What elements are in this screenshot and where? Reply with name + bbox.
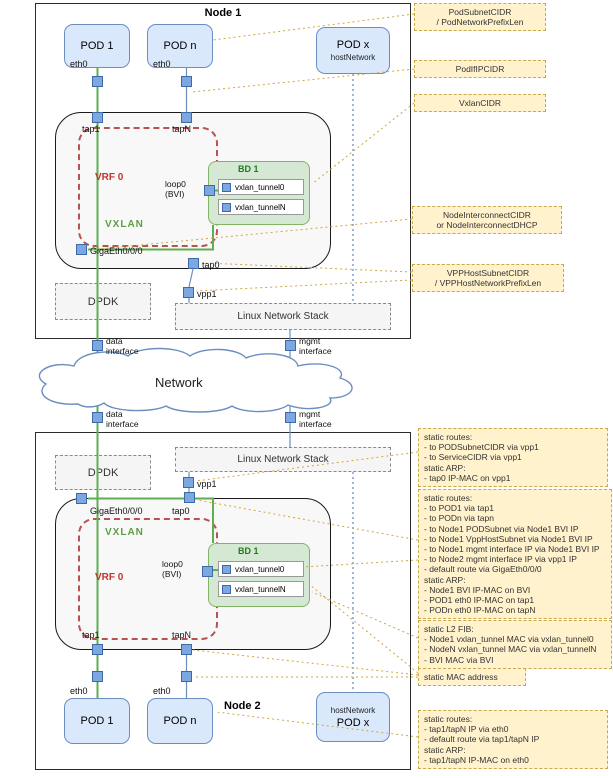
- node1-pod1-eth0-port-icon: [92, 76, 103, 87]
- node1-vxlan-tunneln: vxlan_tunnelN: [218, 199, 304, 215]
- node1-vxlan-tunneln-port-icon: [222, 202, 231, 212]
- node2-podn-eth0-label: eth0: [153, 686, 171, 696]
- node1-gigaeth-label: GigaEth0/0/0: [90, 246, 143, 256]
- note-vxlan-cidr: VxlanCIDR: [414, 94, 546, 113]
- node2-podn-label: POD n: [163, 715, 197, 727]
- node1-podn-eth0-port-icon: [181, 76, 192, 87]
- node2-tap1-port-icon: [92, 644, 103, 655]
- note-vpp1-static-config: static routes: - to PODSubnetCIDR via vp…: [418, 428, 608, 487]
- node1-tap1-port-icon: [92, 112, 103, 123]
- node2-vxlan-tunnel0: vxlan_tunnel0: [218, 561, 304, 577]
- node2-dpdk-box: DPDK: [55, 455, 151, 490]
- node1-podx-label: POD x: [336, 39, 370, 51]
- node2-vxlan-tunneln-port-icon: [222, 584, 231, 594]
- node1-vxlan-tunneln-label: vxlan_tunnelN: [235, 202, 286, 212]
- node1-bvi-port-icon: [204, 185, 215, 196]
- note-vpp-host-subnet: VPPHostSubnetCIDR / VPPHostNetworkPrefix…: [412, 264, 564, 293]
- node2-tap0-label: tap0: [172, 506, 190, 516]
- node2-pod1-eth0-label: eth0: [70, 686, 88, 696]
- note-static-mac-address: static MAC address: [418, 668, 526, 687]
- node2-tap0-port-icon: [184, 492, 195, 503]
- node1-gigaeth-port-icon: [76, 244, 87, 255]
- node2-linux-stack-label: Linux Network Stack: [237, 454, 329, 465]
- note-pod-static-config: static routes: - tap1/tapN IP via eth0 -…: [418, 710, 608, 769]
- node2-pod1-eth0-port-icon: [92, 671, 103, 682]
- node1-vrf0-label: VRF 0: [95, 172, 124, 183]
- node1-mgmt-interface-port-icon: [285, 340, 296, 351]
- node2-pod1: POD 1: [64, 698, 130, 744]
- node1-podn-label: POD n: [163, 40, 197, 52]
- node2-data-interface-label: data interface: [106, 409, 139, 429]
- node2-tap1-label: tap1: [82, 630, 100, 640]
- node2-bvi-port-icon: [202, 566, 213, 577]
- node1-tapn-port-icon: [181, 112, 192, 123]
- node1-podx-hostnetwork-label: hostNetwork: [330, 53, 376, 62]
- node2-bd1-label: BD 1: [238, 546, 259, 556]
- node1-dpdk-box: DPDK: [55, 283, 151, 320]
- note-pod-subnet-cidr: PodSubnetCIDR / PodNetworkPrefixLen: [414, 3, 546, 32]
- node1-pod1: POD 1: [64, 24, 130, 68]
- node1-vrf0-boundary: [78, 127, 218, 247]
- node2-podx-hostnetwork-label: hostNetwork: [330, 705, 376, 715]
- node2-podn: POD n: [147, 698, 213, 744]
- node1-podx: POD x hostNetwork: [316, 27, 390, 74]
- node2-podx: hostNetwork POD x: [316, 692, 390, 742]
- node2-podx-label: POD x: [336, 716, 370, 729]
- node1-bd1-label: BD 1: [238, 164, 259, 174]
- node2-tapn-label: tapN: [172, 630, 192, 640]
- note-pod-if-ip-cidr: PodIfIPCIDR: [414, 60, 546, 79]
- node2-mgmt-interface-label: mgmt interface: [299, 409, 332, 429]
- node1-linux-stack-box: Linux Network Stack: [175, 303, 391, 330]
- node2-podn-eth0-port-icon: [181, 671, 192, 682]
- node1-podn: POD n: [147, 24, 213, 68]
- node2-vxlan-tunnel0-label: vxlan_tunnel0: [235, 564, 285, 574]
- node2-vxlan-tunneln: vxlan_tunnelN: [218, 581, 304, 597]
- node2-tapn-port-icon: [181, 644, 192, 655]
- node2-vrf0-label: VRF 0: [95, 572, 124, 583]
- note-static-l2-fib: static L2 FIB: - Node1 vxlan_tunnel MAC …: [418, 620, 612, 669]
- node1-data-interface-port-icon: [92, 340, 103, 351]
- note-vrf-static-config: static routes: - to POD1 via tap1 - to P…: [418, 489, 612, 620]
- node1-tapn-label: tapN: [172, 124, 192, 134]
- node1-mgmt-interface-label: mgmt interface: [299, 336, 332, 356]
- node2-loop0-bvi-label: loop0 (BVI): [162, 559, 183, 579]
- note-node-interconnect: NodeInterconnectCIDR or NodeInterconnect…: [412, 206, 562, 235]
- node1-pod1-label: POD 1: [80, 40, 114, 52]
- node2-linux-stack-box: Linux Network Stack: [175, 447, 391, 472]
- node1-vxlan-tunnel0-label: vxlan_tunnel0: [235, 182, 285, 192]
- node1-tap0-label: tap0: [202, 260, 220, 270]
- node1-podn-eth0-label: eth0: [153, 59, 171, 69]
- node1-data-interface-label: data interface: [106, 336, 139, 356]
- node1-tap1-label: tap1: [82, 124, 100, 134]
- node1-tap0-port-icon: [188, 258, 199, 269]
- node2-gigaeth-label: GigaEth0/0/0: [90, 506, 143, 516]
- node2-vxlan-tunnel0-port-icon: [222, 564, 231, 574]
- node2-vxlan-tunneln-label: vxlan_tunnelN: [235, 584, 286, 594]
- node2-pod1-label: POD 1: [80, 715, 114, 727]
- node1-pod1-eth0-label: eth0: [70, 59, 88, 69]
- node1-dpdk-label: DPDK: [87, 295, 119, 308]
- node1-vxlan-tunnel0-port-icon: [222, 182, 231, 192]
- node2-vpp1-label: vpp1: [197, 479, 217, 489]
- node2-gigaeth-port-icon: [76, 493, 87, 504]
- node1-loop0-bvi-label: loop0 (BVI): [165, 179, 186, 199]
- node2-dpdk-label: DPDK: [87, 466, 119, 479]
- node1-vxlan-label: VXLAN: [105, 219, 144, 230]
- node1-vpp1-port-icon: [183, 287, 194, 298]
- node2-vpp1-port-icon: [183, 477, 194, 488]
- node1-title: Node 1: [204, 7, 242, 19]
- node1-linux-stack-label: Linux Network Stack: [237, 311, 329, 322]
- node1-vxlan-tunnel0: vxlan_tunnel0: [218, 179, 304, 195]
- node2-data-interface-port-icon: [92, 412, 103, 423]
- node2-vxlan-label: VXLAN: [105, 527, 144, 538]
- node2-mgmt-interface-port-icon: [285, 412, 296, 423]
- node1-vpp1-label: vpp1: [197, 289, 217, 299]
- node2-title: Node 2: [224, 700, 261, 712]
- network-cloud-label: Network: [155, 375, 203, 390]
